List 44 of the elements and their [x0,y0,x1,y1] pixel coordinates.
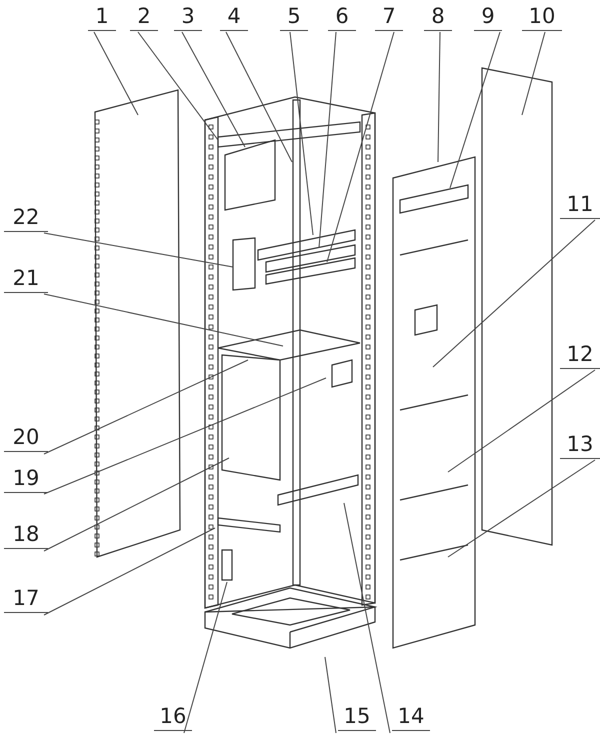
callout-number: 3 [174,4,202,31]
callout-number: 20 [4,425,48,452]
leader-line [182,32,246,148]
callout-number: 8 [424,4,452,31]
callout-number: 14 [392,704,430,731]
leader-line [324,656,336,734]
callout-number: 19 [4,466,48,493]
leader-line [44,458,230,552]
leader-line [44,378,326,494]
callout-number: 17 [4,586,48,613]
leader-line [184,582,228,734]
leader-line [226,32,292,162]
callout-number: 11 [560,192,600,219]
callout-number: 6 [328,4,356,31]
callout-number: 15 [338,704,376,731]
leader-line [138,32,218,140]
leader-line [432,220,596,368]
callout-number: 18 [4,522,48,549]
callout-number: 21 [4,266,48,293]
callout-number: 2 [130,4,158,31]
leader-line [44,528,216,616]
leader-line [326,32,394,262]
leader-line [318,32,336,248]
leader-line [450,32,500,188]
leader-line [522,32,546,116]
callout-number: 5 [280,4,308,31]
callout-number: 16 [154,704,192,731]
callout-number: 13 [560,432,600,459]
leader-line [438,32,440,162]
callout-number: 12 [560,342,600,369]
callout-number: 22 [4,205,48,232]
leader-line [44,360,248,454]
callout-number: 10 [522,4,562,31]
callout-number: 4 [220,4,248,31]
callout-number: 1 [88,4,116,31]
leader-line [44,232,234,268]
callout-number: 9 [474,4,502,31]
leader-line [290,32,314,236]
leader-line [448,370,596,472]
leader-line [94,32,138,116]
leader-line [344,502,390,734]
callout-number: 7 [375,4,403,31]
leader-line [44,294,284,346]
leader-line [448,460,596,558]
